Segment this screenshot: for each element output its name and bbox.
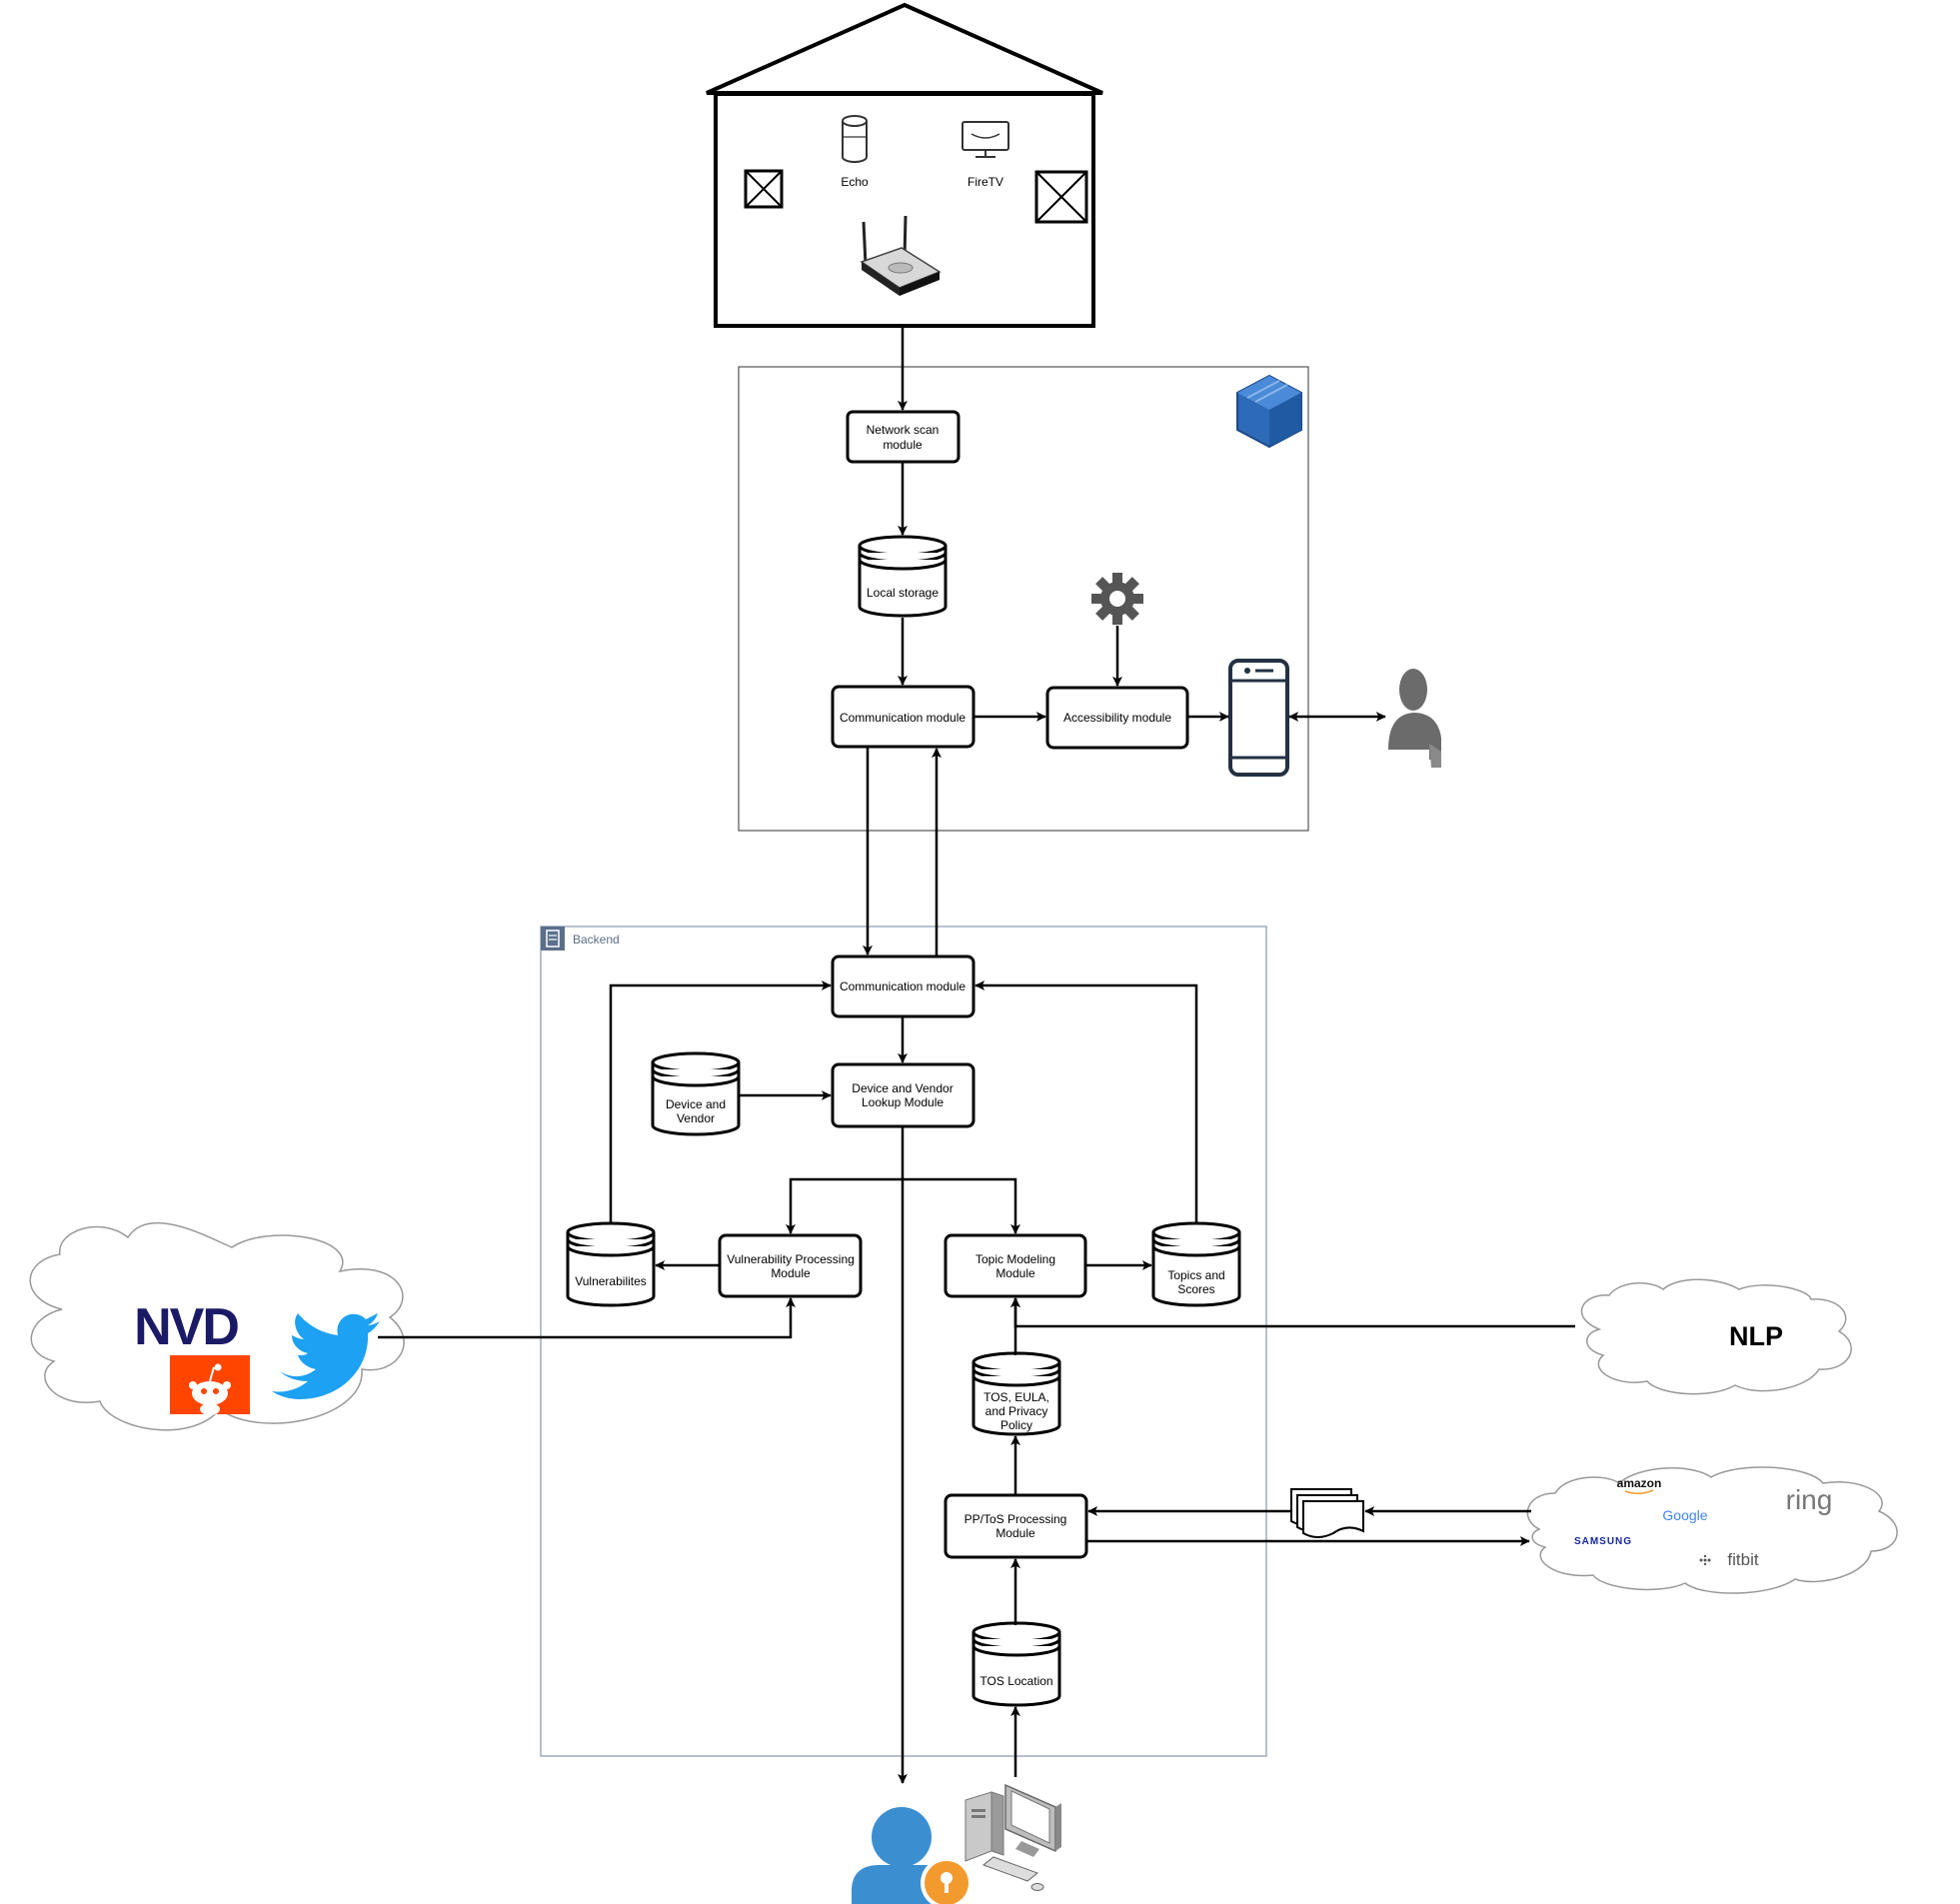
local-storage-label: Local storage (867, 586, 939, 600)
device-vendor-lookup-module[interactable]: Device and Vendor Lookup Module (831, 1062, 976, 1128)
backend-communication-module[interactable]: Communication module (831, 954, 976, 1018)
pptos-processing-module[interactable]: PP/ToS Processing Module (944, 1493, 1088, 1559)
vulnerability-processing-module[interactable]: Vulnerability Processing Module (718, 1233, 863, 1298)
tos-db-line1: TOS, EULA, (983, 1390, 1049, 1404)
pptos-line1: PP/ToS Processing (965, 1512, 1067, 1526)
echo-speaker-icon (842, 115, 868, 163)
device-vendor-db-line1: Device and (666, 1097, 726, 1111)
accessibility-module[interactable]: Accessibility module (1045, 686, 1189, 750)
network-scan-module[interactable]: Network scan module (846, 410, 961, 464)
pptos-line2: Module (995, 1526, 1035, 1540)
house-roof (706, 2, 1103, 95)
vulnerabilities-database[interactable]: Vulnerabilites (566, 1221, 656, 1307)
fitbit-logo: fitbit (1727, 1550, 1758, 1569)
device-vendor-db-line2: Vendor (677, 1111, 715, 1125)
ring-logo: ring (1786, 1484, 1833, 1515)
lookup-label-line1: Device and Vendor (852, 1081, 953, 1095)
local-communication-label: Communication module (840, 711, 966, 725)
topics-db-line2: Scores (1177, 1282, 1214, 1296)
lookup-label-line2: Lookup Module (862, 1095, 944, 1109)
echo-label: Echo (841, 175, 869, 189)
nlp-label: NLP (1729, 1321, 1783, 1351)
fitbit-dots-icon (1699, 1554, 1711, 1566)
google-logo: Google (1662, 1507, 1707, 1523)
reddit-logo-icon (170, 1355, 250, 1415)
twitter-logo-icon (272, 1313, 380, 1399)
broken-image-icon (744, 169, 784, 209)
backend-title: Backend (573, 933, 620, 947)
vuln-processing-line2: Module (771, 1266, 811, 1280)
router-icon (860, 215, 942, 296)
end-user-person-icon (1388, 669, 1441, 768)
topics-db-line1: Topics and (1167, 1268, 1224, 1282)
tos-eula-privacy-database[interactable]: TOS, EULA, and Privacy Policy (972, 1351, 1061, 1436)
vendors-cloud: amazon Google ring SAMSUNG fitbit (1526, 1466, 1898, 1594)
firetv-label: FireTV (968, 175, 1003, 189)
tos-db-line3: Policy (1000, 1418, 1032, 1432)
accessibility-label: Accessibility module (1063, 711, 1171, 725)
edge-nlp-to-topic (1010, 1297, 1575, 1328)
vulnerabilities-db-label: Vulnerabilites (575, 1274, 647, 1288)
topic-modeling-line1: Topic Modeling (976, 1252, 1055, 1266)
backend-communication-label: Communication module (840, 979, 966, 993)
vuln-processing-line1: Vulnerability Processing (727, 1252, 855, 1266)
nlp-cloud: NLP (1580, 1278, 1852, 1395)
threat-intel-cloud: NVD (29, 1221, 405, 1431)
edge-lookup-to-vuln (786, 1177, 903, 1234)
network-scan-label-line1: Network scan (867, 423, 940, 437)
desktop-computer-icon (965, 1783, 1061, 1891)
edge-topicsdb-to-comm (975, 980, 1198, 1224)
tv-icon (962, 121, 1009, 158)
amazon-smile-icon (1624, 1489, 1654, 1494)
local-storage-database[interactable]: Local storage (858, 535, 948, 618)
tos-location-label: TOS Location (980, 1674, 1052, 1688)
amazon-logo: amazon (1617, 1476, 1662, 1490)
broken-image-icon (1034, 170, 1088, 224)
tos-location-database[interactable]: TOS Location (972, 1621, 1061, 1707)
edge-lookup-to-topic (903, 1177, 1020, 1234)
aws-package-icon (1236, 374, 1302, 449)
local-app-container (738, 366, 1309, 832)
gear-icon (1091, 573, 1143, 625)
edge-nvd-to-vuln (378, 1297, 796, 1339)
samsung-logo: SAMSUNG (1574, 1536, 1632, 1547)
nvd-logo: NVD (134, 1298, 238, 1356)
local-communication-module[interactable]: Communication module (831, 685, 976, 749)
edge-vulndb-to-comm (609, 980, 832, 1224)
topic-modeling-module[interactable]: Topic Modeling Module (944, 1233, 1087, 1298)
home-network: Echo FireTV (706, 2, 1103, 328)
tos-db-line2: and Privacy (985, 1404, 1048, 1418)
network-scan-label-line2: module (883, 438, 923, 452)
topics-scores-database[interactable]: Topics and Scores (1151, 1221, 1241, 1307)
admin-user-icon (852, 1807, 973, 1904)
smartphone-icon[interactable] (1228, 659, 1289, 777)
topic-modeling-line2: Module (995, 1266, 1035, 1280)
device-vendor-database[interactable]: Device and Vendor (651, 1051, 741, 1136)
documents-icon (1290, 1488, 1364, 1538)
